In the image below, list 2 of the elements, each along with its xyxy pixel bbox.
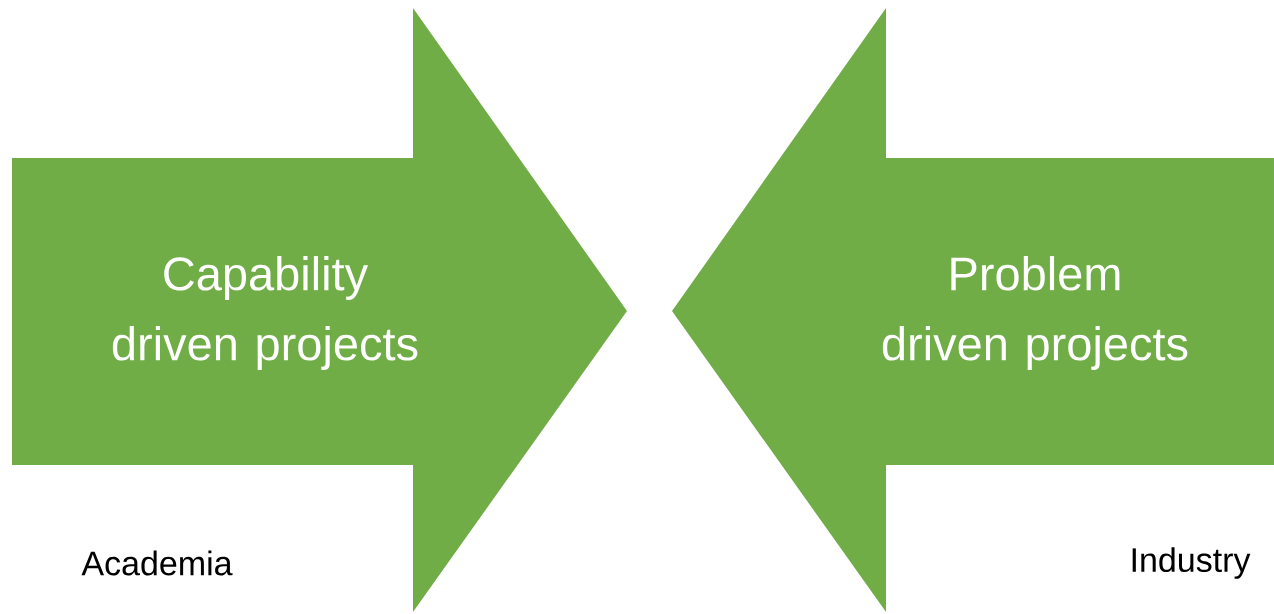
side-label: Academia <box>81 550 233 576</box>
side-label: Industry <box>1132 547 1251 579</box>
